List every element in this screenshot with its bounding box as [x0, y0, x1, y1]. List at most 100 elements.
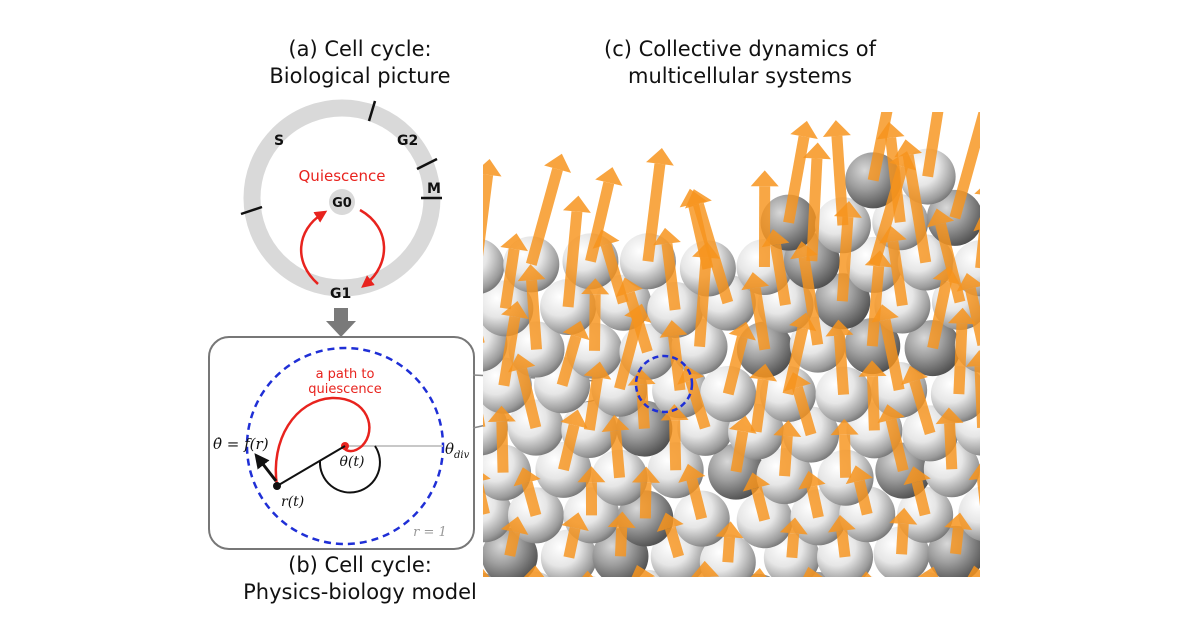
panel-a-title: (a) Cell cycle: Biological picture: [220, 36, 500, 90]
velocity-arrow-shaft: [949, 112, 980, 220]
velocity-arrow-shaft: [879, 318, 905, 392]
quiescence-path: [274, 396, 371, 487]
cell-sphere: [963, 571, 980, 577]
velocity-arrow-shaft: [927, 280, 952, 350]
cell-sphere: [930, 366, 980, 423]
velocity-arrow-shaft: [867, 587, 868, 604]
velocity-arrow-shaft: [866, 265, 885, 347]
velocity-arrow-shaft: [521, 481, 542, 517]
velocity-arrow-shaft: [693, 202, 734, 305]
panel-a-title-line1: (a) Cell cycle:: [288, 37, 432, 61]
model-box: [208, 336, 475, 550]
velocity-arrow-shaft: [585, 181, 615, 263]
velocity-arrow-head: [577, 466, 606, 483]
velocity-arrow-head: [974, 188, 980, 195]
velocity-arrow-head: [903, 466, 931, 486]
velocity-arrow-head: [889, 507, 918, 525]
velocity-arrow-head: [582, 570, 594, 577]
velocity-arrow-head: [822, 120, 851, 137]
cell-sphere: [628, 569, 666, 577]
theta-label: θ(t): [340, 454, 365, 470]
velocity-arrow-head: [956, 272, 980, 292]
velocity-arrow-head: [990, 518, 1017, 537]
velocity-arrow-head: [729, 415, 757, 434]
velocity-arrow-shaft: [885, 137, 906, 223]
velocity-arrow-head: [830, 418, 859, 436]
velocity-arrow-shaft: [782, 327, 809, 396]
velocity-arrow-head: [483, 568, 490, 577]
velocity-arrow-shaft: [496, 421, 509, 473]
velocity-arrow-head: [749, 363, 778, 382]
equation-label: θ̇ = f(r): [213, 435, 269, 453]
velocity-arrow-shaft: [779, 435, 793, 477]
velocity-arrow-shaft: [1015, 439, 1022, 478]
velocity-arrow-shaft: [483, 335, 485, 343]
r-label: r(t): [281, 494, 304, 510]
cell-sphere: [983, 532, 1039, 588]
velocity-arrow-shaft: [730, 430, 749, 473]
velocity-arrow-shaft: [909, 379, 936, 435]
velocity-arrow-shaft: [911, 480, 931, 517]
velocity-arrow-shaft: [600, 243, 629, 305]
velocity-arrow-head: [750, 170, 779, 187]
velocity-arrow-head: [803, 566, 823, 577]
velocity-arrow-shaft: [792, 385, 817, 437]
cell-sphere: [800, 571, 833, 577]
phase-label-m: M: [427, 181, 441, 197]
highlighted-cell-circle: [634, 354, 694, 414]
velocity-arrow-shaft: [812, 582, 816, 599]
velocity-arrow-shaft: [526, 279, 543, 350]
panel-c-title-line2: multicellular systems: [628, 64, 852, 88]
velocity-arrow-head: [562, 320, 590, 341]
velocity-arrow-head: [508, 353, 536, 373]
velocity-arrow-shaft: [498, 315, 521, 387]
velocity-arrow-shaft: [624, 291, 653, 354]
velocity-arrow-head: [935, 407, 964, 425]
velocity-arrow-head: [861, 571, 872, 577]
velocity-arrow-shaft: [854, 479, 873, 516]
velocity-arrow-shaft: [749, 287, 771, 351]
velocity-arrow-head: [560, 409, 588, 429]
velocity-arrow-shaft: [964, 287, 980, 347]
cell-sphere: [744, 573, 771, 577]
velocity-arrow-head: [773, 420, 802, 438]
down-arrow-icon: [326, 308, 356, 337]
velocity-arrow-head: [563, 195, 591, 213]
phase-divider-g1-s: [240, 205, 263, 216]
velocity-arrow-shaft: [562, 211, 583, 308]
velocity-arrow-shaft: [589, 294, 601, 351]
velocity-arrow-head: [691, 560, 720, 577]
velocity-arrow-head: [627, 368, 656, 386]
velocity-arrow-head: [790, 120, 818, 140]
velocity-arrow-shaft: [483, 174, 494, 257]
velocity-arrow-shaft: [887, 240, 908, 307]
quiescence-label: Quiescence: [299, 167, 386, 185]
simulation-snapshot: [483, 112, 1043, 604]
velocity-arrow-shaft: [636, 384, 650, 429]
panel-b-title-line1: (b) Cell cycle:: [288, 553, 432, 577]
velocity-arrow-shaft: [839, 434, 852, 478]
velocity-arrow-shaft: [686, 478, 708, 521]
velocity-arrow-shaft: [975, 221, 980, 269]
velocity-arrow-shaft: [836, 216, 854, 302]
velocity-arrow-shaft: [642, 580, 647, 598]
velocity-arrow-shaft: [757, 584, 758, 602]
cell-sphere: [987, 449, 1043, 505]
velocity-arrow-shaft: [885, 418, 909, 472]
velocity-arrow-head: [646, 147, 674, 166]
velocity-arrow-shaft: [867, 376, 880, 431]
velocity-arrow-shaft: [974, 366, 980, 429]
velocity-arrow-shaft: [614, 317, 644, 391]
velocity-arrow-head: [968, 463, 980, 481]
cell-sphere: [861, 576, 874, 577]
velocity-arrow-shaft: [694, 257, 712, 348]
velocity-arrow-shaft: [504, 530, 521, 557]
velocity-arrow-head: [917, 566, 939, 577]
velocity-arrow-shaft: [976, 478, 980, 507]
velocity-arrow-head: [926, 208, 955, 228]
velocity-arrow-shaft: [610, 430, 626, 479]
phase-label-g2: G2: [397, 133, 418, 149]
panel-c-title: (c) Collective dynamics of multicellular…: [520, 36, 960, 90]
velocity-arrow-shaft: [950, 527, 964, 555]
g0-to-g1-arrow: [359, 208, 386, 288]
